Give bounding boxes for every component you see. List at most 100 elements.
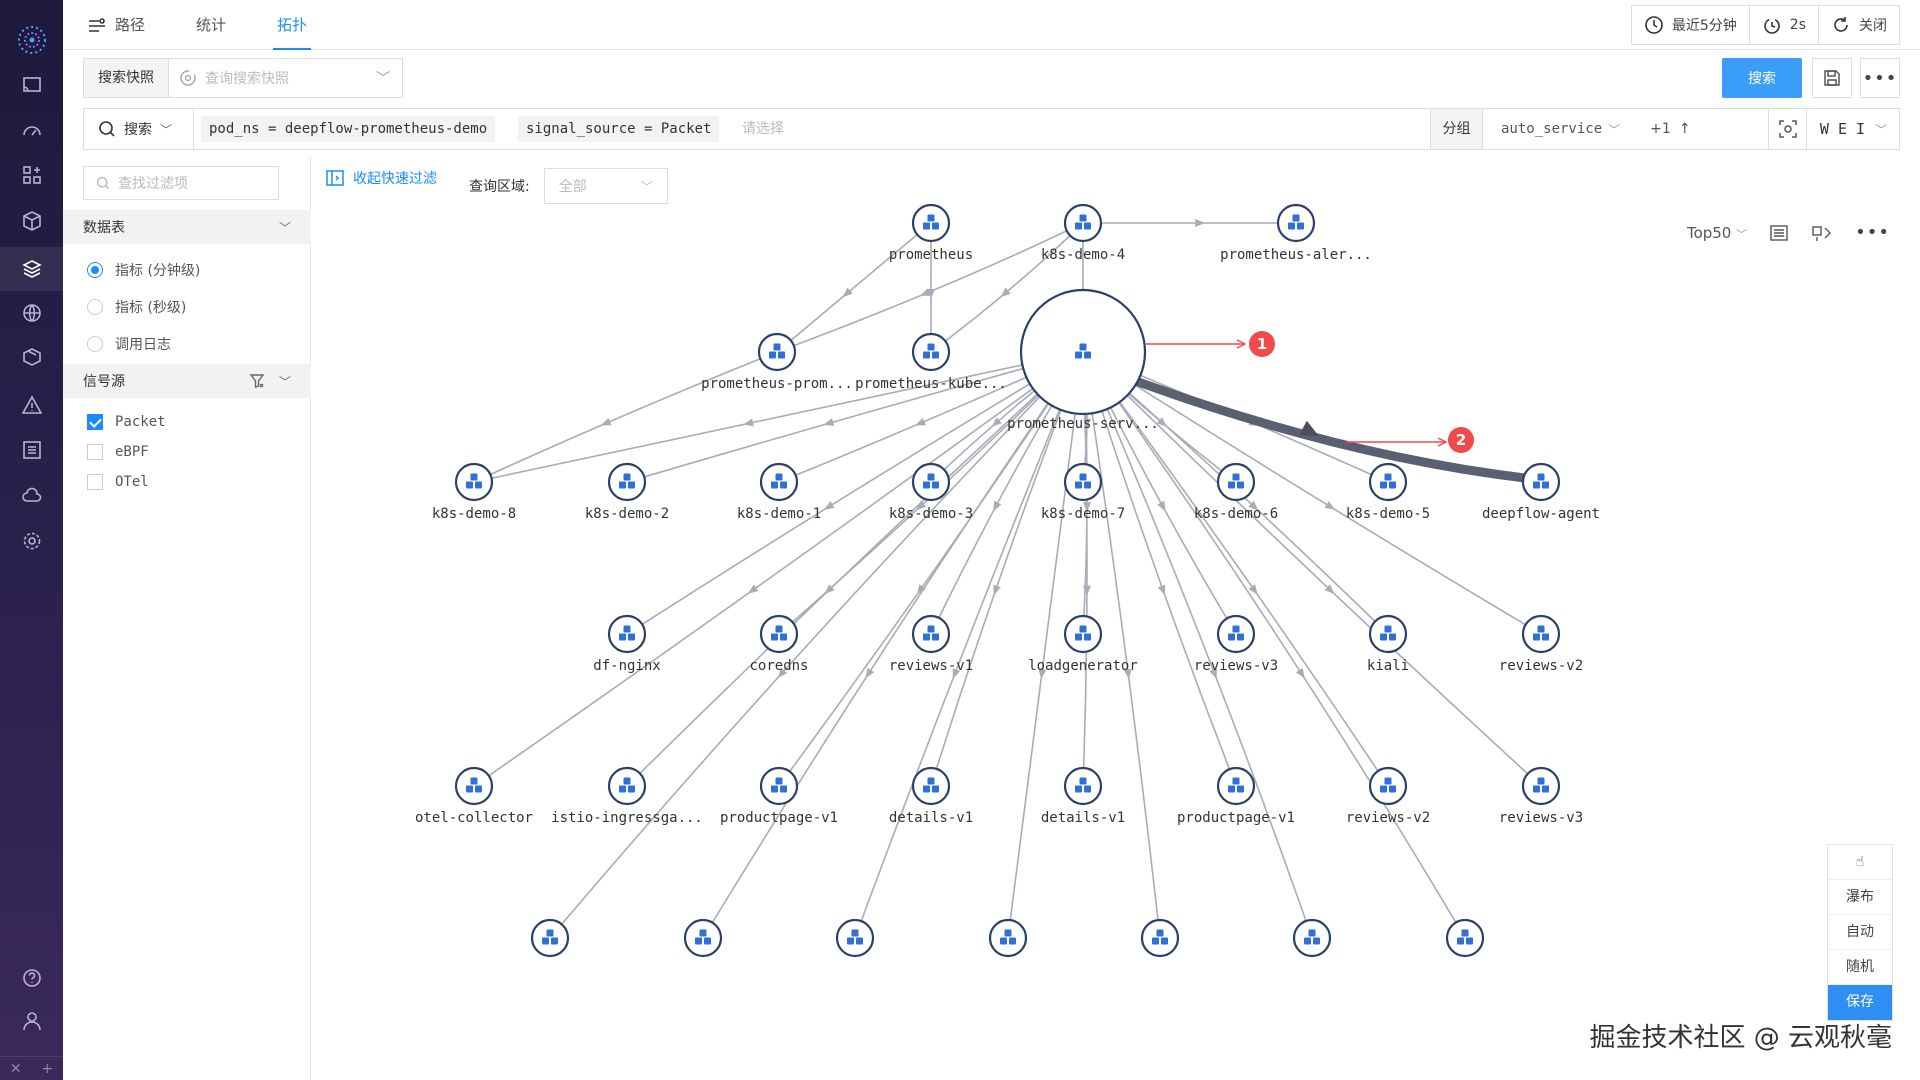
section-signal-source[interactable]: 信号源 ﹀ bbox=[63, 364, 311, 398]
group-more[interactable]: +1↑ bbox=[1650, 121, 1690, 137]
node-df-nginx[interactable]: df-nginx bbox=[593, 614, 661, 674]
radio-checked[interactable] bbox=[87, 262, 103, 278]
node-bottom-3[interactable] bbox=[988, 918, 1028, 958]
table-view-icon[interactable] bbox=[1769, 223, 1789, 243]
edge-serv-k8s_demo_2[interactable] bbox=[626, 351, 1084, 483]
package-icon[interactable] bbox=[19, 344, 45, 370]
screenshot-button[interactable] bbox=[1768, 109, 1806, 149]
node-k8s-demo-3[interactable]: k8s-demo-3 bbox=[889, 462, 973, 522]
node-k8s-demo-6[interactable]: k8s-demo-6 bbox=[1194, 462, 1278, 522]
tab-path[interactable]: 路径 bbox=[87, 0, 145, 50]
node-details-v1-a[interactable]: details-v1 bbox=[889, 766, 973, 826]
user-icon[interactable] bbox=[19, 1008, 45, 1034]
radio-unchecked[interactable] bbox=[87, 299, 103, 315]
list-icon[interactable] bbox=[19, 437, 45, 463]
tab-stats[interactable]: 统计 bbox=[196, 0, 226, 50]
node-prometheus-prom[interactable]: prometheus-prom... bbox=[701, 332, 853, 392]
node-reviews-v1[interactable]: reviews-v1 bbox=[889, 614, 973, 674]
node-bottom-4[interactable] bbox=[1140, 918, 1180, 958]
node-k8s-demo-5[interactable]: k8s-demo-5 bbox=[1346, 462, 1430, 522]
option-ebpf[interactable]: eBPF bbox=[87, 444, 149, 460]
filter-input[interactable]: 请选择 bbox=[742, 121, 784, 137]
node-reviews-v3-b[interactable]: reviews-v3 bbox=[1499, 766, 1583, 826]
edge-serv-bottom-6[interactable] bbox=[1082, 351, 1466, 939]
checkbox-unchecked[interactable] bbox=[87, 444, 103, 460]
checkbox-checked[interactable] bbox=[87, 414, 103, 430]
node-prometheus-aler[interactable]: prometheus-aler... bbox=[1220, 203, 1372, 263]
edge-serv-demo8[interactable] bbox=[473, 351, 1084, 483]
filter-chip-signal-source[interactable]: signal_source = Packet bbox=[518, 116, 720, 142]
node-otel-collector[interactable]: otel-collector bbox=[415, 766, 533, 826]
close-x-icon[interactable]: ✕ bbox=[9, 1060, 22, 1077]
option-metric-second[interactable]: 指标 (秒级) bbox=[87, 297, 186, 317]
edge-serv-bottom-5[interactable] bbox=[1082, 351, 1313, 939]
option-metric-minute[interactable]: 指标 (分钟级) bbox=[87, 260, 200, 280]
node-bottom-6[interactable] bbox=[1445, 918, 1485, 958]
node-details-v1-b[interactable]: details-v1 bbox=[1041, 766, 1125, 826]
node-bottom-2[interactable] bbox=[835, 918, 875, 958]
more-options-button[interactable]: ••• bbox=[1860, 58, 1900, 98]
refresh-toggle[interactable]: 关闭 bbox=[1819, 6, 1899, 44]
query-region-select[interactable]: 全部﹀ bbox=[543, 168, 668, 204]
edge-serv-productpage_v1_a[interactable] bbox=[778, 351, 1084, 787]
edge-demo4-prom[interactable] bbox=[776, 222, 1084, 353]
edge-serv-bottom-1[interactable] bbox=[702, 351, 1084, 939]
radio-unchecked[interactable] bbox=[87, 336, 103, 352]
topology-nav-icon[interactable] bbox=[0, 247, 63, 291]
node-deepflow-agent[interactable]: deepflow-agent bbox=[1482, 462, 1600, 522]
layout-save-button[interactable]: 保存 bbox=[1828, 985, 1892, 1020]
settings-customize-icon[interactable] bbox=[1811, 223, 1833, 243]
topology-graph[interactable]: prometheus k8s-demo-4 prometheus-aler... pr… bbox=[311, 156, 1920, 1080]
filter-search-input[interactable]: 查找过滤项 bbox=[83, 166, 279, 200]
more-dots-icon[interactable]: ••• bbox=[1855, 222, 1890, 243]
node-bottom-5[interactable] bbox=[1292, 918, 1332, 958]
edge-serv-reviews_v2[interactable] bbox=[1082, 351, 1542, 635]
top-n-select[interactable]: Top50 ﹀ bbox=[1687, 224, 1747, 242]
node-istio-ingressga[interactable]: istio-ingressga... bbox=[551, 766, 703, 826]
node-productpage-v1-b[interactable]: productpage-v1 bbox=[1177, 766, 1295, 826]
node-productpage-v1-a[interactable]: productpage-v1 bbox=[720, 766, 838, 826]
help-icon[interactable] bbox=[19, 965, 45, 991]
tab-topology[interactable]: 拓扑 bbox=[272, 0, 312, 50]
node-k8s-demo-2[interactable]: k8s-demo-2 bbox=[585, 462, 669, 522]
option-packet[interactable]: Packet bbox=[87, 414, 166, 430]
node-loadgenerator[interactable]: loadgenerator bbox=[1028, 614, 1138, 674]
tag-select[interactable]: W E I ﹀ bbox=[1806, 109, 1900, 149]
dashboard-icon[interactable] bbox=[19, 118, 45, 144]
app-logo-icon[interactable] bbox=[14, 22, 50, 58]
node-kiali[interactable]: kiali bbox=[1367, 614, 1409, 674]
edge-serv-bottom-0[interactable] bbox=[549, 351, 1084, 939]
edge-demo4-kube[interactable] bbox=[930, 222, 1084, 353]
edge-serv-reviews_v2_b[interactable] bbox=[1082, 351, 1389, 787]
edge-serv-details_v1_a[interactable] bbox=[930, 351, 1084, 787]
node-prometheus[interactable]: prometheus bbox=[889, 203, 973, 263]
node-k8s-demo-8[interactable]: k8s-demo-8 bbox=[432, 462, 516, 522]
clear-filter-icon[interactable] bbox=[249, 373, 265, 389]
cloud-icon[interactable] bbox=[19, 483, 45, 509]
apps-icon[interactable] bbox=[19, 162, 45, 188]
option-call-log[interactable]: 调用日志 bbox=[87, 334, 171, 354]
cast-icon[interactable] bbox=[19, 72, 45, 98]
option-otel[interactable]: OTel bbox=[87, 474, 149, 490]
node-reviews-v2-b[interactable]: reviews-v2 bbox=[1346, 766, 1430, 826]
edge-prom-promop[interactable] bbox=[776, 222, 932, 353]
save-snapshot-button[interactable] bbox=[1812, 58, 1852, 98]
node-k8s-demo-4[interactable]: k8s-demo-4 bbox=[1041, 203, 1125, 263]
edge-promop-demo8[interactable] bbox=[473, 351, 778, 483]
search-button[interactable]: 搜索 bbox=[1722, 58, 1802, 98]
globe-icon[interactable] bbox=[19, 300, 45, 326]
node-k8s-demo-1[interactable]: k8s-demo-1 bbox=[737, 462, 821, 522]
add-plus-icon[interactable]: + bbox=[41, 1060, 54, 1077]
collapse-quick-filter-button[interactable]: 收起快速过滤 bbox=[325, 168, 437, 188]
node-prometheus-kube[interactable]: prometheus-kube... bbox=[855, 332, 1007, 392]
drag-mode-button[interactable]: ☝ bbox=[1828, 845, 1892, 880]
edge-serv-otel_collector[interactable] bbox=[473, 351, 1084, 787]
edge-serv-istio_ingressga[interactable] bbox=[626, 351, 1084, 787]
edge-serv-bottom-2[interactable] bbox=[854, 351, 1084, 939]
settings-gear-icon[interactable] bbox=[19, 528, 45, 554]
time-range-selector[interactable]: 最近5分钟 bbox=[1632, 6, 1750, 44]
node-reviews-v3[interactable]: reviews-v3 bbox=[1194, 614, 1278, 674]
edge-serv-bottom-3[interactable] bbox=[1007, 351, 1084, 939]
node-prometheus-serv[interactable]: prometheus-serv... bbox=[1007, 288, 1159, 432]
node-k8s-demo-7[interactable]: k8s-demo-7 bbox=[1041, 462, 1125, 522]
